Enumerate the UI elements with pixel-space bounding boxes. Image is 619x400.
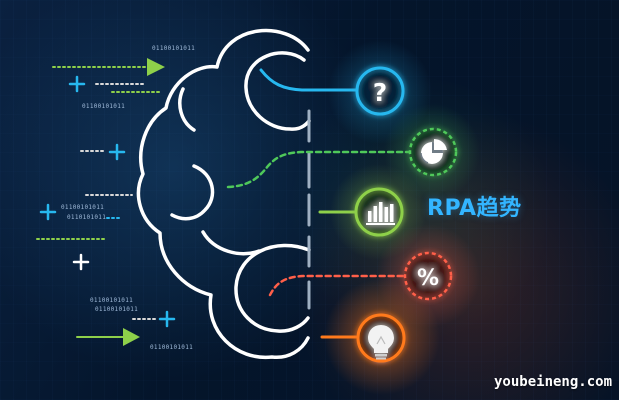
plus-icon [72,253,90,271]
binary-code-text: 0110101011 [67,214,107,221]
plus-icon [68,75,86,93]
binary-code-text: 01100101011 [152,45,196,52]
plus-icon [39,203,57,221]
svg-text:?: ? [373,78,388,107]
light-bulb-icon [356,313,406,363]
site-watermark: youbeineng.com [494,374,613,390]
plus-icon [108,143,126,161]
binary-code-text: 01100101011 [150,344,194,351]
question-icon: ? [355,66,405,116]
binary-code-text: 01100101011 [90,297,134,304]
percent-icon: % [403,251,453,301]
binary-code-text: 01100101011 [82,103,126,110]
headline-rpa-trend: RPA趋势 [427,196,522,221]
binary-code-text: 01100101011 [61,204,105,211]
bar-chart-icon [354,187,404,237]
plus-icon [158,310,176,328]
connectors [226,68,412,339]
svg-text:%: % [417,266,439,291]
plus-marks [39,75,176,328]
binary-code-text: 01100101011 [95,306,139,313]
left-decorations [36,58,165,346]
brain-outline [136,28,311,360]
pie-chart-icon [408,127,458,177]
